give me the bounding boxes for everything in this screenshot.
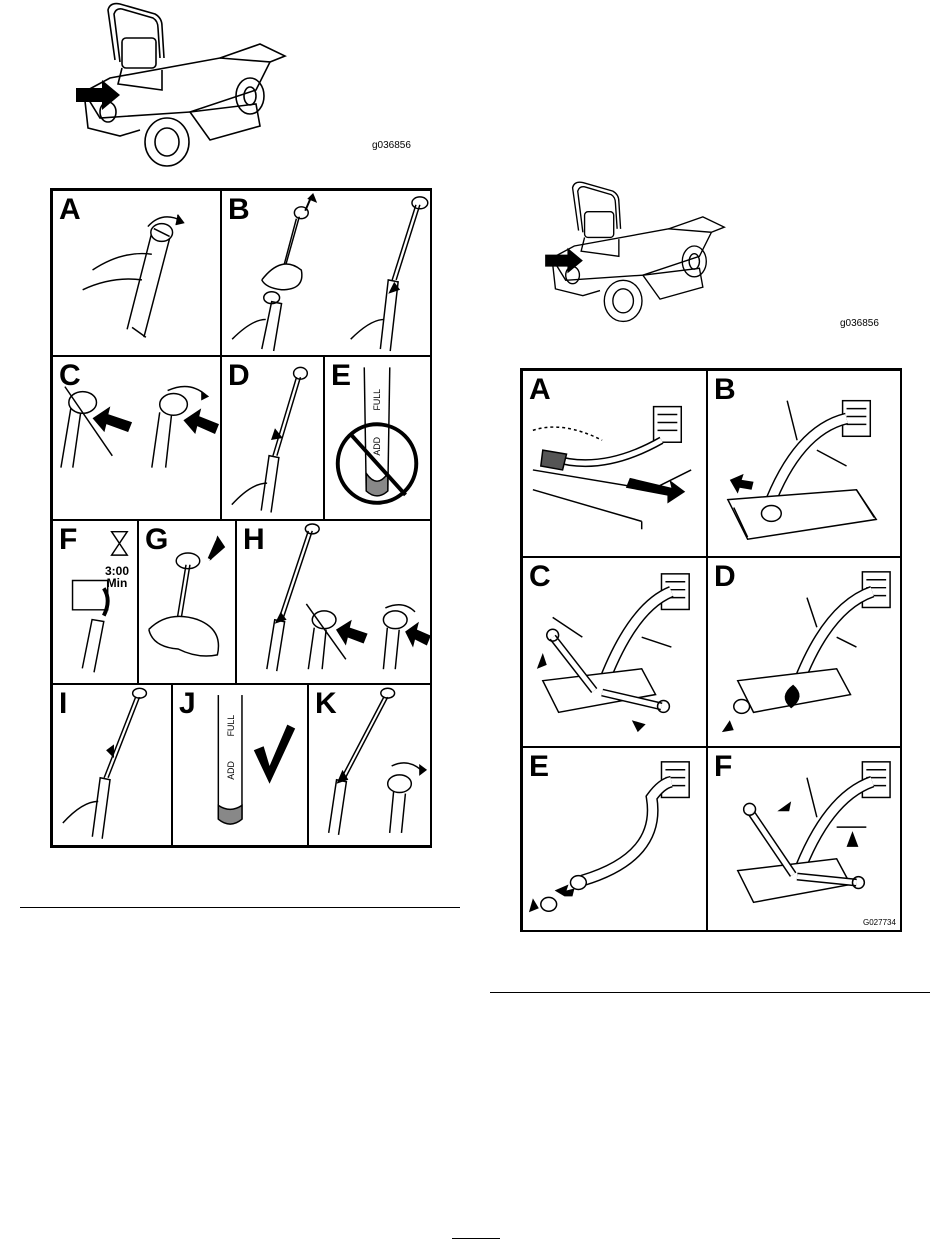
panel-label: I: [59, 687, 67, 721]
svg-text:ADD: ADD: [226, 761, 236, 780]
panel-i: I: [52, 684, 172, 846]
panel-label: H: [243, 523, 265, 557]
panel-c: C: [52, 356, 221, 520]
panel-label: D: [228, 359, 250, 393]
panel-g: G: [138, 520, 236, 684]
oil-check-panel-grid: A B C: [50, 188, 432, 848]
panel-b: B: [707, 370, 902, 557]
panel-b: B: [221, 190, 432, 356]
panel-h: H: [236, 520, 432, 684]
timer-unit: Min: [105, 577, 129, 589]
panel-c: C: [522, 557, 707, 747]
panel-label: J: [179, 687, 196, 721]
panel-label: F: [714, 750, 732, 784]
panel-label: E: [529, 750, 549, 784]
panel-a: A: [52, 190, 221, 356]
arrow-icon: [183, 408, 219, 434]
mower-figure-right: [540, 172, 780, 332]
figure-code: G027734: [863, 918, 896, 927]
dipstick-add-mark: ADD: [372, 437, 382, 456]
mower-illustration: [540, 172, 780, 332]
panel-a: A: [522, 370, 707, 557]
panel-label: E: [331, 359, 351, 393]
figure-code-left: g036856: [372, 140, 411, 151]
panel-d: D: [221, 356, 324, 520]
mower-illustration: [70, 0, 350, 170]
panel-e: E: [522, 747, 707, 932]
panel-label: A: [59, 193, 81, 227]
dipstick-full-mark: FULL: [372, 389, 382, 411]
panel-label: D: [714, 560, 736, 594]
panel-j: ADD FULL J: [172, 684, 308, 846]
arrow-icon: [93, 406, 133, 432]
panel-f: F G027734: [707, 747, 902, 932]
svg-text:FULL: FULL: [226, 715, 236, 737]
panel-label: G: [145, 523, 168, 557]
panel-f: F 3:00 Min: [52, 520, 138, 684]
panel-label: K: [315, 687, 337, 721]
section-divider-right: [490, 992, 930, 993]
panel-label: C: [529, 560, 551, 594]
panel-label: B: [228, 193, 250, 227]
panel-label: B: [714, 373, 736, 407]
checkmark-icon: [254, 725, 295, 784]
panel-label: A: [529, 373, 551, 407]
panel-label: C: [59, 359, 81, 393]
panel-k: K: [308, 684, 432, 846]
page-footer-rule: [452, 1238, 500, 1239]
timer-label: 3:00 Min: [105, 565, 129, 589]
mower-figure-left: [70, 0, 350, 170]
panel-d: D: [707, 557, 902, 747]
section-divider-left: [20, 907, 460, 908]
panel-label: F: [59, 523, 77, 557]
panel-e: ADD FULL E: [324, 356, 432, 520]
drain-panel-grid: A B C: [520, 368, 902, 932]
figure-code-right: g036856: [840, 318, 879, 329]
